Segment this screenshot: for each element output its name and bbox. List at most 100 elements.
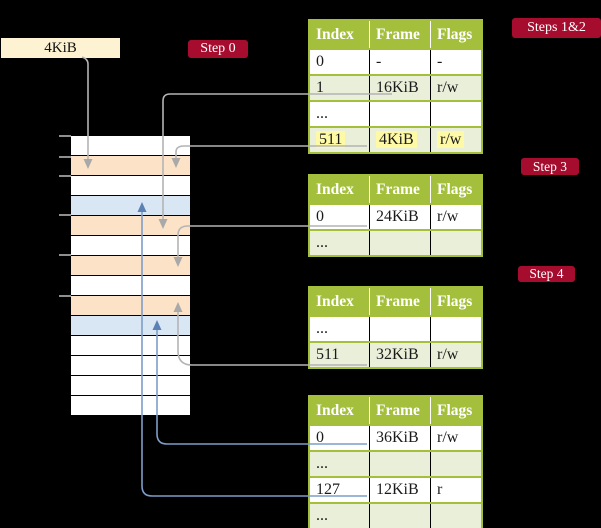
column-header-index: Index [316,26,354,43]
memory-frame-row-32kib [71,296,190,316]
column-header-index: Index [316,181,354,198]
column-header-frame: Frame [369,397,430,424]
table-cell: - [369,50,430,74]
highlighted-value: r/w [437,131,465,148]
column-header-frame: Frame [369,21,430,48]
memory-tick [59,135,71,137]
memory-frame-row-12kib [71,196,190,216]
step-4-label: Step 4 [529,266,564,282]
table-cell [430,102,481,126]
table-cell: 0 [316,429,324,446]
table-cell: ... [316,234,328,251]
column-header-index: Index [316,402,354,419]
column-header-flags: Flags [430,176,481,203]
table-cell: ... [316,105,328,122]
memory-tick [59,156,71,158]
memory-frame-row-0kib [71,136,190,156]
table-cell [369,504,430,528]
table-row: ... [310,229,481,255]
highlighted-value: 511 [316,131,346,148]
table-cell: 32KiB [369,343,430,367]
table-cell: 511 [316,346,340,363]
memory-frame-row-4kib [71,156,190,176]
table-row: ... [310,315,481,341]
memory-frame-row-16kib [71,216,190,236]
table-cell [369,452,430,476]
memory-frame-row-40kib [71,336,190,356]
table-cell: 1 [316,79,324,96]
table-cell: 16KiB [369,76,430,100]
table-cell: r/w [430,343,481,367]
table-cell: ... [316,455,328,472]
table-cell: - [430,50,481,74]
memory-frame-row-36kib [71,316,190,336]
steps-1-2-label: Steps 1&2 [527,20,586,35]
memory-tick [59,175,71,177]
column-header-frame: Frame [369,288,430,315]
steps-1-2-badge: Steps 1&2 [512,18,601,38]
memory-tick [59,214,71,216]
step-0-label: Step 0 [200,41,236,56]
table-cell [369,102,430,126]
memory-frame-row-20kib [71,236,190,256]
table-cell [430,452,481,476]
memory-tick [59,295,71,297]
table-cell: 24KiB [369,205,430,229]
column-header-flags: Flags [430,288,481,315]
table-cell: r/w [430,128,481,152]
column-header-flags: Flags [430,397,481,424]
memory-tick [59,254,71,256]
table-cell [430,231,481,255]
table-cell: r/w [430,76,481,100]
highlighted-value: 4KiB [376,131,417,148]
table-row: ... [310,100,481,126]
table-cell: 36KiB [369,426,430,450]
column-header-index: Index [316,293,354,310]
table-cell [430,317,481,341]
step-3-badge: Step 3 [521,158,579,175]
column-header-frame: Frame [369,176,430,203]
table-cell: ... [316,320,328,337]
table-row: ... [310,502,481,528]
table-cell: 511 [310,128,369,152]
step-4-badge: Step 4 [518,266,575,282]
table-cell: 12KiB [369,478,430,502]
table-cell: ... [316,507,328,524]
table-cell [369,231,430,255]
step-0-badge: Step 0 [188,40,248,58]
table-cell: 4KiB [369,128,430,152]
table-cell [430,504,481,528]
memory-frame-row-44kib [71,356,190,376]
table-row: ... [310,450,481,476]
page-table-base-box: 4KiB [1,38,120,58]
page-table-base-label: 4KiB [44,39,77,56]
table-cell: 0 [316,53,324,70]
table-cell: r/w [430,205,481,229]
memory-frame-row-24kib [71,256,190,276]
table-cell: r/w [430,426,481,450]
physical-memory-column [71,136,190,416]
memory-frame-row-52kib [71,396,190,416]
table-cell: 0 [316,208,324,225]
table-row: 511 4KiB r/w [310,126,481,152]
memory-frame-row-48kib [71,376,190,396]
table-cell [369,317,430,341]
column-header-flags: Flags [430,21,481,48]
table-row: 0 -- [310,48,481,74]
memory-frame-row-28kib [71,276,190,296]
step-3-label: Step 3 [532,158,568,174]
